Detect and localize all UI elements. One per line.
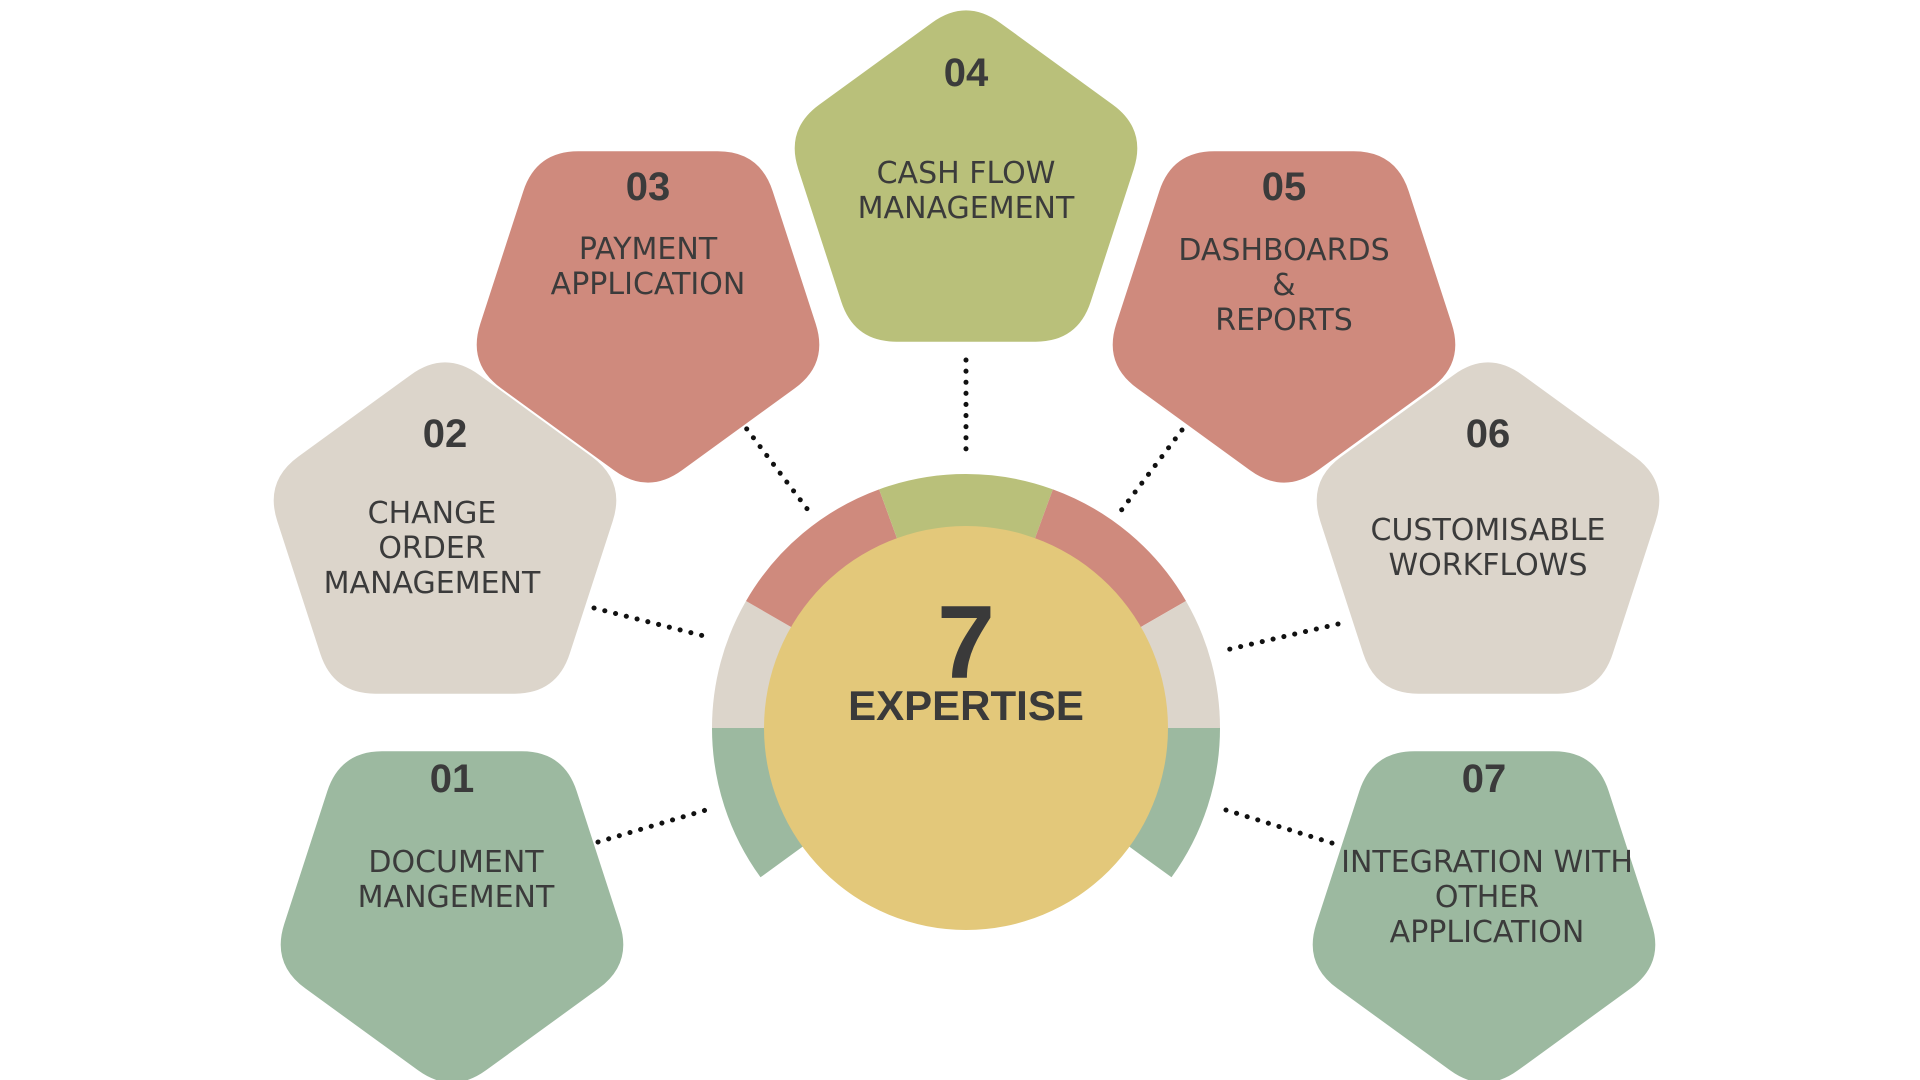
item-number: 02: [423, 412, 468, 456]
ring-segment-04: [879, 474, 1053, 541]
connector-02: [591, 605, 707, 639]
ring-segment-03: [746, 489, 898, 628]
pentagon-shape: [1316, 362, 1660, 694]
ring-segment-07: [1127, 728, 1220, 878]
item-label-line: MANAGEMENT: [324, 566, 541, 601]
connector-07: [1223, 807, 1335, 846]
item-label-line: &: [1272, 268, 1295, 303]
connector-lines: [591, 357, 1341, 846]
ring-segment-02: [712, 601, 793, 728]
item-label-line: DASHBOARDS: [1178, 233, 1389, 268]
item-number: 05: [1262, 165, 1307, 209]
item-label-line: MANGEMENT: [358, 880, 555, 915]
item-number: 06: [1466, 412, 1511, 456]
item-label-line: ORDER: [378, 531, 485, 566]
ring-segment-05: [1034, 489, 1186, 628]
item-label-line: CUSTOMISABLE: [1371, 513, 1606, 548]
connector-06: [1223, 621, 1341, 653]
expertise-items: 01DOCUMENTMANGEMENT02CHANGEORDERMANAGEME…: [273, 10, 1660, 1080]
item-label-line: APPLICATION: [1390, 915, 1585, 950]
item-label-line: DOCUMENT: [368, 845, 544, 880]
pentagon-shape: [280, 751, 624, 1080]
pentagon-shape: [1112, 151, 1456, 483]
center-hub: 7 EXPERTISE: [764, 526, 1168, 930]
item-label-line: APPLICATION: [551, 267, 746, 302]
pentagon-shape: [273, 362, 617, 694]
item-number: 01: [430, 757, 475, 801]
segment-ring: [712, 474, 1220, 878]
connector-05: [1117, 427, 1185, 515]
item-label-line: INTEGRATION WITH: [1341, 845, 1633, 880]
item-number: 07: [1462, 757, 1507, 801]
ring-segment-01: [712, 728, 805, 878]
item-label-line: OTHER: [1435, 880, 1539, 915]
item-label-line: WORKFLOWS: [1388, 548, 1587, 583]
pentagon-shape: [476, 151, 820, 483]
pentagon-shape: [1312, 751, 1656, 1080]
item-number: 04: [944, 51, 989, 95]
item-label-line: REPORTS: [1215, 303, 1353, 338]
pentagon-shape: [794, 10, 1138, 342]
item-label-line: PAYMENT: [579, 232, 718, 267]
item-label-line: CHANGE: [368, 496, 497, 531]
center-label: EXPERTISE: [848, 682, 1084, 729]
ring-segment-06: [1139, 601, 1220, 728]
item-label-line: MANAGEMENT: [858, 191, 1075, 226]
item-number: 03: [626, 165, 671, 209]
item-label-line: CASH FLOW: [877, 156, 1056, 191]
center-circle: [764, 526, 1168, 930]
connector-01: [595, 807, 709, 845]
center-number: 7: [937, 585, 995, 701]
connector-03: [737, 417, 811, 513]
